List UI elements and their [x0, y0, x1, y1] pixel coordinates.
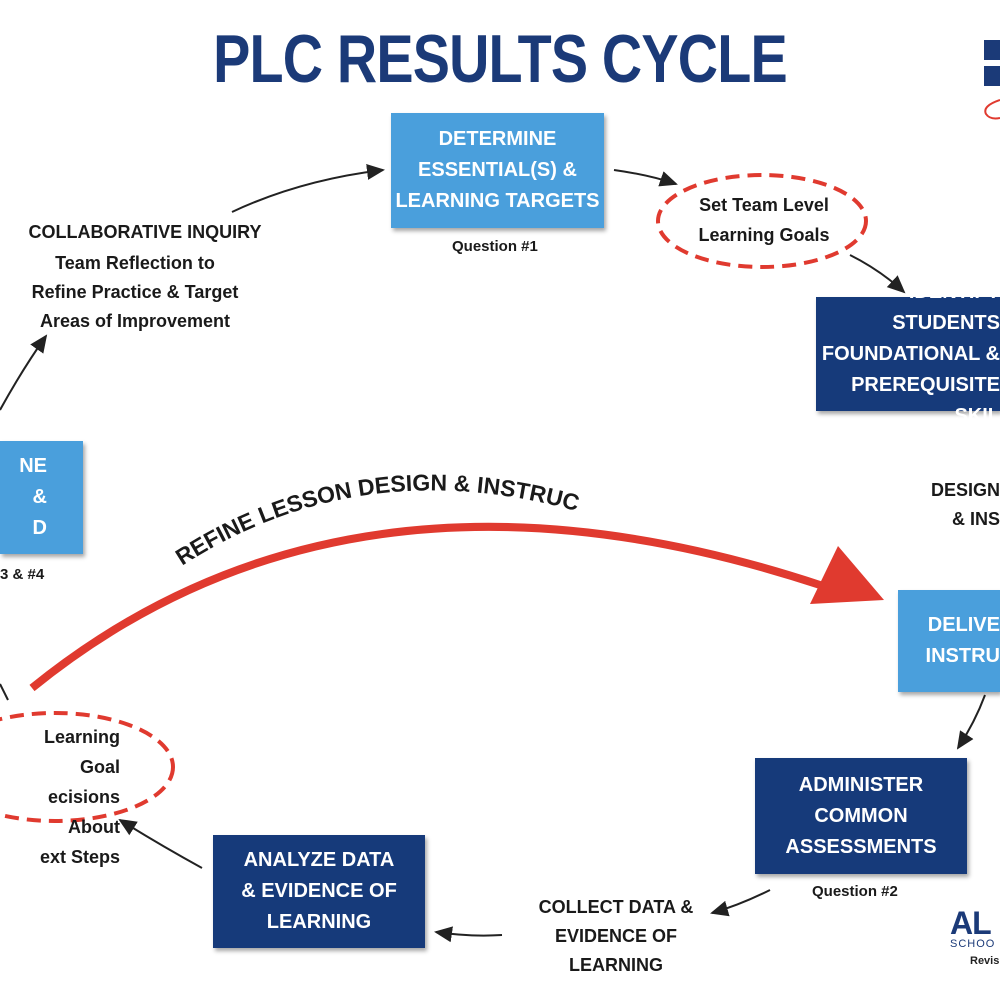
collaborative-inquiry-heading: COLLABORATIVE INQUIRY: [28, 222, 262, 242]
arrow-goal-to-left: [0, 683, 9, 701]
page-title: PLC RESULTS CYCLE: [213, 21, 787, 97]
box-analyze-data: ANALYZE DATA & EVIDENCE OF LEARNING: [213, 835, 425, 948]
question-2-label: Question #2: [812, 883, 898, 900]
box-left-partial: NE & D: [0, 441, 83, 554]
ellipse-learning-goal-border: [0, 711, 175, 823]
logo-letters: AL: [950, 905, 992, 941]
logo-school-text: SCHOO: [950, 938, 996, 950]
ellipse-learning-goal-text: Learning Goal ecisions About ext Steps: [39, 727, 120, 867]
box-identify-students: IDENTIFY STUDENTS FOUNDATIONAL & PREREQU…: [816, 281, 1000, 427]
collaborative-inquiry-body: Team Reflection to Refine Practice & Tar…: [31, 253, 239, 331]
ellipse-team-goals-text: Set Team Level Learning Goals: [698, 195, 830, 245]
box-determine-essentials: DETERMINE ESSENTIAL(S) & LEARNING TARGET…: [391, 113, 604, 228]
logo-mark-block-2: [984, 66, 1000, 86]
arrow-inquiry-to-determine: [231, 163, 385, 213]
ellipse-team-goals-border: [656, 173, 868, 269]
refine-arc: [29, 522, 822, 692]
box-deliver-instruction: DELIVE INSTRU: [898, 590, 1000, 692]
collect-data-label: COLLECT DATA & EVIDENCE OF LEARNING: [538, 897, 694, 975]
logo-swoosh: [984, 99, 1000, 120]
question-3-4-label: 3 & #4: [0, 566, 45, 583]
refine-arc-arrowhead: [810, 546, 884, 604]
arrow-administer-to-collect: [710, 889, 771, 917]
arrow-analyze-to-goal: [118, 818, 203, 869]
arrow-deliver-to-administer: [956, 694, 986, 750]
design-instruction-label: DESIGN & INS: [930, 480, 1000, 529]
arrow-collect-to-analyze: [434, 926, 503, 943]
arrow-determine-to-goals: [613, 169, 678, 187]
logo-revised-text: Revis: [970, 955, 1000, 967]
arrow-left-to-inquiry: [0, 334, 48, 411]
box-administer-assessments: ADMINISTER COMMON ASSESSMENTS: [755, 758, 967, 874]
logo-mark-block: [984, 40, 1000, 60]
question-1-label: Question #1: [452, 238, 538, 255]
arrow-goals-to-identify: [849, 254, 906, 294]
